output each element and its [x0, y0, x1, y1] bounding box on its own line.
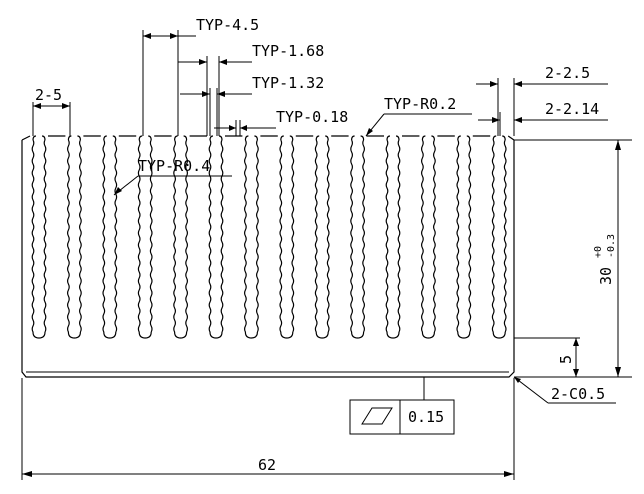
fin-tip: [148, 135, 152, 141]
serration-label: TYP-0.18: [276, 108, 348, 126]
fin-slot: [279, 139, 295, 339]
fin-tip: [183, 135, 188, 141]
fin-tip: [502, 135, 506, 141]
fin-tip: [138, 135, 143, 141]
tip-radius-callout: TYP-R0.2: [365, 95, 472, 137]
fin-tip: [395, 135, 400, 141]
end-fin-top: [21, 135, 31, 141]
height-dimension: 30 +0 -0.3: [514, 139, 632, 378]
fin-slot: [102, 139, 118, 339]
overall-width-dimension: 62: [21, 378, 515, 480]
fin-tip: [32, 135, 37, 141]
fin-tip: [315, 135, 320, 141]
chamfer-label: 2-C0.5: [551, 385, 605, 403]
end-fin-root-dimension: 2-2.14: [478, 100, 608, 136]
fin-root-label: TYP-1.32: [252, 74, 324, 92]
serration-dimension: TYP-0.18: [214, 108, 348, 136]
fin-tip: [421, 135, 426, 141]
fin-tip: [351, 135, 355, 141]
base-thickness-dimension: 5: [514, 337, 580, 377]
fin-slot: [31, 139, 47, 339]
fin-tip: [386, 135, 391, 141]
fin-tip: [67, 135, 72, 141]
fin-tip: [174, 135, 178, 141]
fin-tip: [431, 135, 435, 141]
fin-slot: [67, 139, 82, 339]
fin-tip: [209, 135, 214, 141]
flatness-frame: 0.15: [349, 377, 455, 435]
base-outline: [21, 140, 515, 378]
base-thickness-label: 5: [557, 355, 575, 364]
fin-group: [21, 135, 515, 339]
end-fin-width-label: 2-2.5: [545, 64, 590, 82]
fin-tip: [492, 135, 497, 141]
fin-tip: [289, 135, 294, 141]
fin-slot: [491, 139, 507, 339]
tip-radius-label: TYP-R0.2: [384, 95, 456, 113]
chamfer-callout: 2-C0.5: [513, 376, 616, 404]
fin-slot: [385, 139, 401, 339]
pitch-dimension: TYP-4.5: [142, 16, 259, 136]
fin-tip: [466, 135, 471, 141]
fin-tip: [254, 135, 258, 141]
fin-tip: [280, 135, 284, 141]
fin-tip: [218, 135, 223, 141]
root-radius-label: TYP-R0.4: [138, 157, 210, 175]
fin-slot: [208, 139, 224, 339]
fin-slot: [244, 139, 259, 339]
fin-slot: [350, 139, 365, 339]
fin-tip: [325, 135, 329, 141]
overall-width-label: 62: [258, 456, 276, 474]
fin-tip: [244, 135, 249, 141]
fin-tip: [112, 135, 117, 141]
fin-slot: [173, 139, 188, 339]
height-label: 30: [597, 267, 615, 285]
fin-slot: [137, 139, 153, 339]
fin-width-label: TYP-1.68: [252, 42, 324, 60]
fin-root-dimension: TYP-1.32: [180, 74, 324, 136]
height-tol-lower: -0.3: [606, 234, 617, 258]
end-fin-root-label: 2-2.14: [545, 100, 599, 118]
fin-slot: [456, 139, 472, 339]
fin-width-dimension: TYP-1.68: [178, 42, 324, 136]
fin-slot: [421, 139, 436, 339]
fin-tip: [360, 135, 365, 141]
fin-tip: [103, 135, 107, 141]
root-radius-callout: TYP-R0.4: [113, 157, 232, 196]
heatsink-profile: [21, 135, 515, 378]
fin-tip: [77, 135, 81, 141]
fin-tip: [457, 135, 461, 141]
flatness-value: 0.15: [408, 408, 444, 426]
end-fin-top: [507, 135, 515, 141]
fin-tip: [41, 135, 46, 141]
height-tol-upper: +0: [593, 246, 604, 258]
fin-slot: [314, 139, 330, 339]
end-gap-dimension: 2-5: [32, 86, 71, 136]
pitch-label: TYP-4.5: [196, 16, 259, 34]
end-gap-label: 2-5: [35, 86, 62, 104]
flatness-symbol-icon: [361, 407, 393, 425]
